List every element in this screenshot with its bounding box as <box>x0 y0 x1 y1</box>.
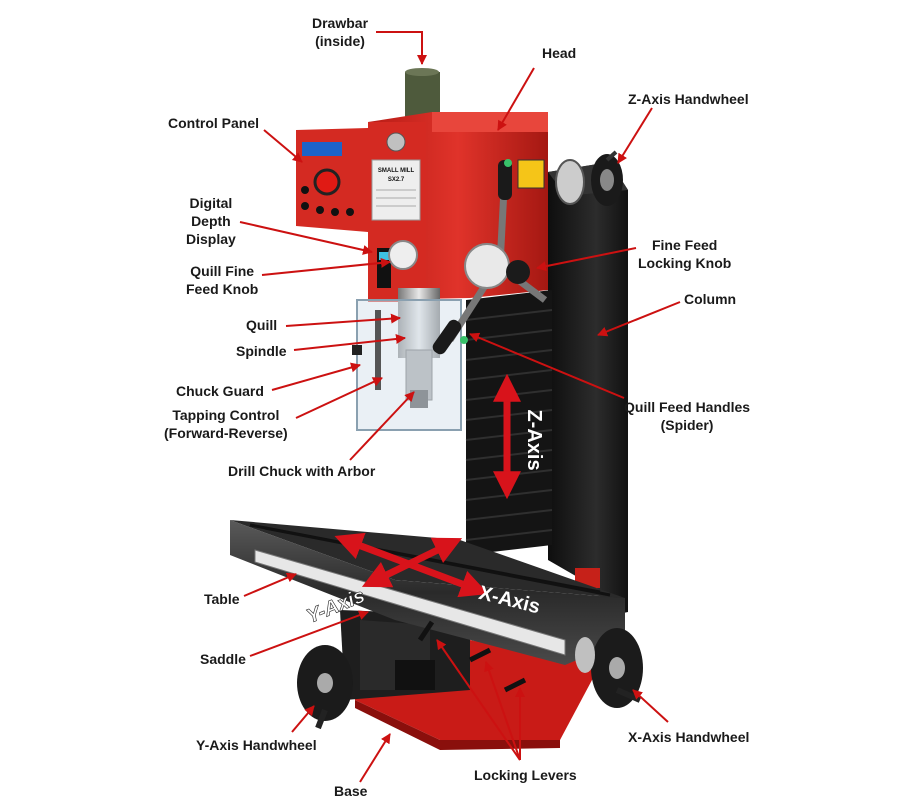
leader-spindle <box>293 333 406 351</box>
label-table: Table <box>204 590 240 608</box>
label-locking-levers: Locking Levers <box>474 766 577 784</box>
label-quill-feed-handles-line1: Quill Feed Handles <box>624 399 751 415</box>
label-control-panel-line1: Control Panel <box>168 115 260 131</box>
label-quill: Quill <box>246 316 277 334</box>
leader-tapping <box>295 377 383 419</box>
leader-saddle <box>249 610 369 657</box>
z-axis-handwheel-shape <box>555 150 623 206</box>
chuck-guard-shape <box>356 299 462 431</box>
label-chuck-guard: Chuck Guard <box>176 382 264 400</box>
leader-locking-2 <box>484 661 521 761</box>
label-digital-depth-display: Digital Depth Display <box>186 194 236 248</box>
label-base: Base <box>334 782 367 800</box>
label-x-axis-handwheel: X-Axis Handwheel <box>628 728 749 746</box>
label-quill-feed-handles-line2: (Spider) <box>660 417 714 433</box>
leader-drill-chuck <box>349 391 415 461</box>
y-axis-handwheel-shape <box>297 645 353 730</box>
label-locking-levers-line1: Locking Levers <box>474 767 577 783</box>
label-drill-chuck: Drill Chuck with Arbor <box>228 462 375 480</box>
label-head-line1: Head <box>542 45 577 61</box>
label-saddle: Saddle <box>200 650 246 668</box>
column-shape <box>548 162 628 618</box>
label-y-axis-handwheel-line1: Y-Axis Handwheel <box>196 737 317 753</box>
leader-column <box>597 301 681 337</box>
x-axis-handwheel-shape <box>575 628 643 708</box>
label-x-axis-handwheel-line1: X-Axis Handwheel <box>628 729 750 745</box>
guard-latch <box>352 345 362 355</box>
label-quill-fine-feed-knob: Quill Fine Feed Knob <box>186 262 258 298</box>
leader-quill <box>285 313 401 327</box>
y-axis-arrow <box>361 537 463 588</box>
label-column: Column <box>684 290 736 308</box>
label-fine-feed-locking-knob: Fine Feed Locking Knob <box>638 236 731 272</box>
z-axis-label: Z-Axis <box>523 409 545 470</box>
label-z-axis-handwheel-line1: Z-Axis Handwheel <box>628 91 749 107</box>
label-drill-chuck-line1: Drill Chuck with Arbor <box>228 463 376 479</box>
leader-base <box>359 733 391 783</box>
label-fine-feed-locking-knob-line2: Locking Knob <box>638 255 732 271</box>
head-plate-line2: SX2.7 <box>388 177 405 183</box>
label-digital-depth-display-line2: Depth <box>191 213 231 229</box>
label-fine-feed-locking-knob-line1: Fine Feed <box>651 237 718 253</box>
label-column-line1: Column <box>684 291 737 307</box>
label-drawbar-line2: (inside) <box>315 33 365 49</box>
saddle-shape <box>340 610 470 700</box>
leader-quill-fine-feed <box>261 257 391 276</box>
label-table-line1: Table <box>204 591 240 607</box>
leader-control-panel <box>263 129 303 163</box>
label-quill-fine-feed-knob-line2: Feed Knob <box>186 281 259 297</box>
label-quill-line1: Quill <box>246 317 278 333</box>
leader-quill-handles <box>469 332 625 399</box>
label-base-line1: Base <box>334 783 368 799</box>
tapping-rod <box>375 310 381 390</box>
leader-fine-feed-knob <box>536 247 637 272</box>
leader-y-handwheel <box>291 705 315 733</box>
leader-locking-1 <box>436 639 521 761</box>
leader-table <box>243 572 297 597</box>
label-spindle-line1: Spindle <box>236 343 287 359</box>
label-quill-fine-feed-knob-line1: Quill Fine <box>190 263 255 279</box>
label-chuck-guard-line1: Chuck Guard <box>176 383 264 399</box>
label-z-axis-handwheel: Z-Axis Handwheel <box>628 90 749 108</box>
leader-x-handwheel <box>632 689 669 723</box>
label-y-axis-handwheel: Y-Axis Handwheel <box>196 736 317 754</box>
leader-chuck-guard <box>271 362 361 391</box>
leader-lines <box>239 31 681 783</box>
label-tapping-control-line1: Tapping Control <box>172 407 280 423</box>
quill-feed-handles-shape <box>432 159 548 355</box>
label-digital-depth-display-line3: Display <box>186 231 236 247</box>
leader-drawbar <box>376 31 427 65</box>
label-tapping-control-line2: (Forward-Reverse) <box>164 425 288 441</box>
control-panel-shape <box>296 128 368 232</box>
label-quill-feed-handles: Quill Feed Handles (Spider) <box>624 398 750 434</box>
leader-z-handwheel <box>617 107 653 164</box>
label-saddle-line1: Saddle <box>200 651 246 667</box>
label-tapping-control: Tapping Control (Forward-Reverse) <box>164 406 288 442</box>
label-head: Head <box>542 44 576 62</box>
leader-digital-display <box>239 221 373 255</box>
label-spindle: Spindle <box>236 342 287 360</box>
head-plate-line1: SMALL MILL <box>378 168 415 174</box>
label-digital-depth-display-line1: Digital <box>189 195 233 211</box>
label-drawbar-line1: Drawbar <box>312 15 369 31</box>
label-control-panel: Control Panel <box>168 114 259 132</box>
locking-levers-shape <box>417 620 527 693</box>
label-drawbar: Drawbar (inside) <box>312 14 368 50</box>
leader-head <box>497 67 535 131</box>
